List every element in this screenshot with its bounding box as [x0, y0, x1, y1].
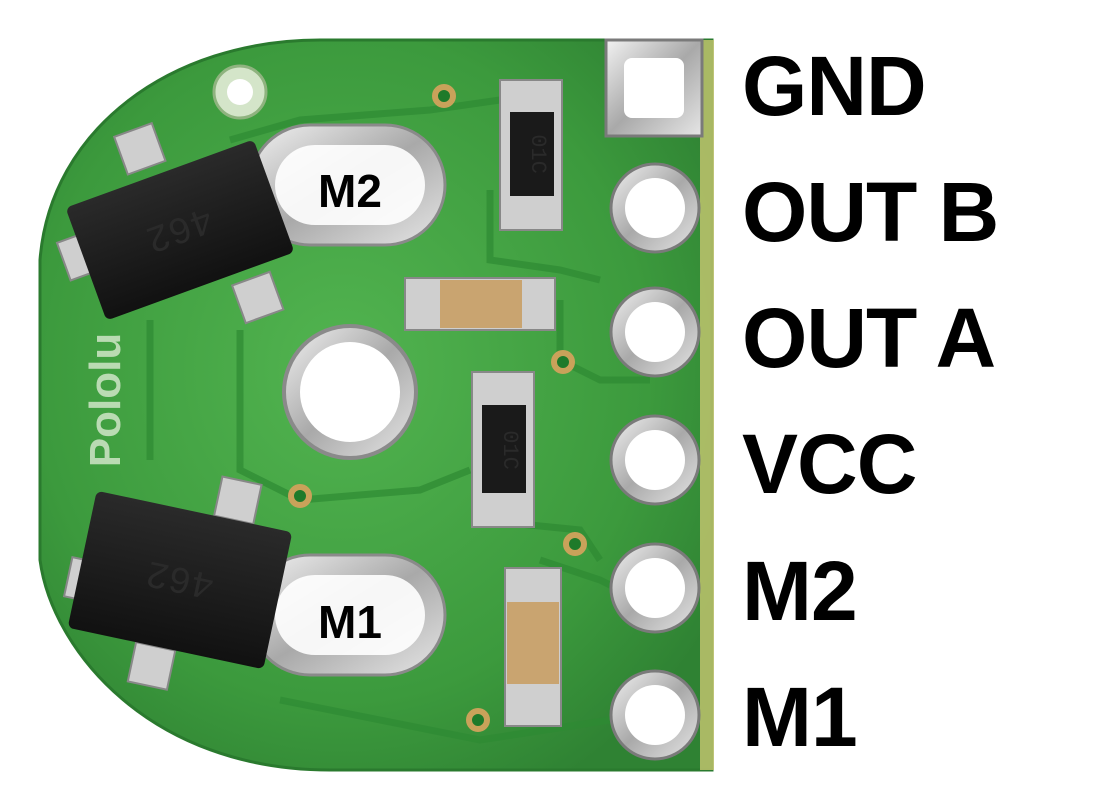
pin-label-gnd: GND: [742, 39, 927, 133]
resistor-middle-marking: 01C: [497, 430, 522, 470]
pin-label-out-a: OUT A: [742, 291, 996, 385]
smd-capacitor-middle: [404, 277, 556, 331]
smd-capacitor-bottom: [504, 567, 562, 727]
smd-resistor-middle: 01C: [471, 371, 535, 528]
pcb-edge: [700, 40, 714, 770]
hall-sensor-bottom: 462: [62, 475, 292, 691]
smd-resistor-top: 01C: [499, 79, 563, 231]
pin-label-m1: M1: [742, 670, 858, 764]
resistor-top-marking: 01C: [525, 134, 550, 174]
brand-logo: Pololu: [81, 333, 130, 467]
pad-label-m2: M2: [318, 165, 382, 217]
vias: [288, 84, 587, 732]
pin-label-m2: M2: [742, 544, 858, 638]
pin-holes: [604, 38, 704, 761]
pin-label-out-b: OUT B: [742, 165, 999, 259]
pad-label-m1: M1: [318, 596, 382, 648]
pin-label-vcc: VCC: [742, 417, 917, 511]
hall-sensor-top: 462: [55, 121, 293, 325]
pin-hole-gnd: [604, 38, 704, 138]
